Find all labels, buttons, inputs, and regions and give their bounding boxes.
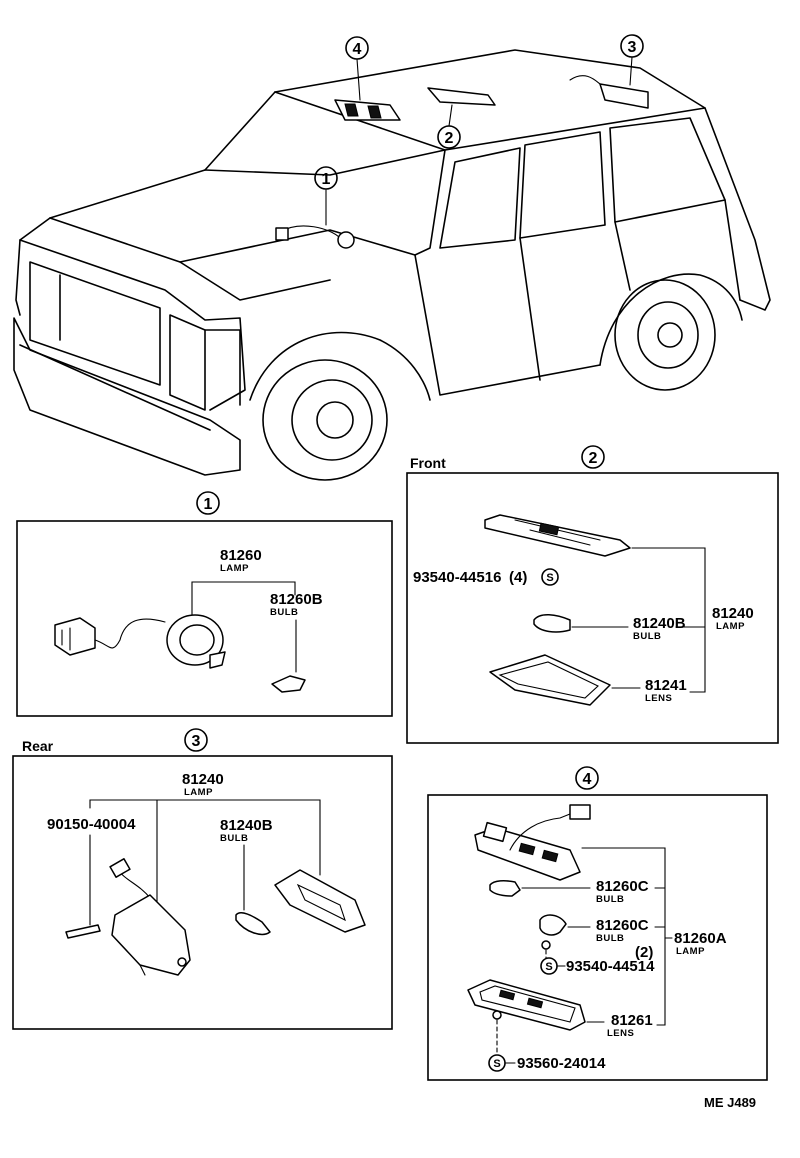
panel-1-bulb-part-no: 81260B (270, 591, 323, 608)
vehicle-illustration (13, 49, 771, 481)
overview-callout-4: 4 (345, 36, 369, 101)
panel-1-callout (196, 491, 220, 515)
panel-1-bulb-desc: BULB (270, 607, 298, 618)
panel-2-bulb (533, 614, 571, 633)
panel-3-screw (65, 924, 101, 939)
panel-4-qty: (2) (635, 944, 653, 961)
panel-1-bulb (271, 675, 306, 693)
panel-4-number: 4 (583, 771, 592, 788)
panel-3-lamp-body (109, 858, 191, 976)
panel-4-bulb1-desc: BULB (596, 894, 624, 905)
panel-2-bulb-desc: BULB (633, 631, 661, 642)
panel-3-bulb-desc: BULB (220, 833, 248, 844)
panel-2-callout (581, 445, 605, 469)
panel-2-lamp-part-no: 81240 (712, 605, 754, 622)
panel-4-lamp-housing (474, 804, 591, 881)
panel-1-lamp-part-no: 81260 (220, 547, 262, 564)
panel-1-lamp-socket (54, 614, 226, 669)
panel-2-screw-symbol: S (546, 572, 553, 584)
panel-2-lamp-desc: LAMP (716, 621, 745, 632)
panel-4-lens-part-no: 81261 (611, 1012, 653, 1029)
panel-2-lens-desc: LENS (645, 693, 672, 704)
panel-4-screw2-symbol: S (493, 1058, 500, 1070)
panel-4: 4 81260C BULB 81260C BULB (427, 766, 768, 1081)
svg-text:3: 3 (628, 39, 637, 56)
panel-4-bulb1-part-no: 81260C (596, 878, 649, 895)
panel-3-position: Rear (22, 738, 54, 754)
panel-3-number: 3 (192, 733, 201, 750)
panel-4-bulb-2 (539, 914, 567, 936)
panel-3-screw-part-no: 90150-40004 (47, 816, 136, 833)
panel-1-frame (16, 520, 393, 717)
panel-4-frame (427, 794, 768, 1081)
panel-4-bulb2-part-no: 81260C (596, 917, 649, 934)
panel-2-lamp-housing (484, 514, 631, 557)
footer-code: ME J489 (704, 1095, 756, 1110)
panel-2-screw-symbol-ring (541, 568, 559, 586)
panel-4-bulb-1 (489, 880, 521, 897)
panel-4-screw2-part-no: 93560-24014 (517, 1055, 606, 1072)
panel-4-screw1-part-no: 93540-44514 (566, 958, 655, 975)
svg-text:1: 1 (322, 171, 331, 188)
panel-2-bulb-part-no: 81240B (633, 615, 686, 632)
panel-3-bulb (235, 912, 271, 936)
panel-1-number: 1 (204, 496, 213, 513)
panel-3-lamp-part-no: 81240 (182, 771, 224, 788)
panel-2-number: 2 (589, 450, 598, 467)
panel-1: 1 81260 LAMP 81260B BULB (16, 491, 393, 717)
svg-text:4: 4 (353, 41, 362, 58)
panel-1-lamp-desc: LAMP (220, 563, 249, 574)
panel-2-screw-part-no: 93540-44516 (413, 569, 501, 586)
panel-4-callout (575, 766, 599, 790)
overview-callout-3: 3 (620, 34, 644, 86)
panel-2-screw-qty: (4) (509, 569, 527, 586)
panel-2-position: Front (410, 455, 446, 471)
panel-4-lens (467, 979, 586, 1031)
panel-4-screw1-symbol: S (545, 961, 552, 973)
panel-3-lens (274, 869, 366, 933)
panel-2: Front 2 93540-44516 (4) S 81240B BULB 81… (406, 445, 779, 744)
panel-4-lamp-desc: LAMP (676, 946, 705, 957)
panel-2-frame (406, 472, 779, 744)
panel-4-lamp-part-no: 81260A (674, 930, 727, 947)
overview-callout-1: 1 (314, 166, 338, 226)
panel-3: Rear 3 81240 LAMP 90150-40004 81240B BUL… (12, 728, 393, 1030)
panel-3-bulb-part-no: 81240B (220, 817, 273, 834)
panel-4-lens-desc: LENS (607, 1028, 634, 1039)
panel-3-lamp-desc: LAMP (184, 787, 213, 798)
panel-3-callout (184, 728, 208, 752)
panel-3-frame (12, 755, 393, 1030)
svg-text:2: 2 (445, 130, 454, 147)
panel-2-lens (489, 654, 611, 706)
panel-4-bulb2-desc: BULB (596, 933, 624, 944)
panel-2-lens-part-no: 81241 (645, 677, 687, 694)
overview-callout-2: 2 (437, 104, 461, 149)
